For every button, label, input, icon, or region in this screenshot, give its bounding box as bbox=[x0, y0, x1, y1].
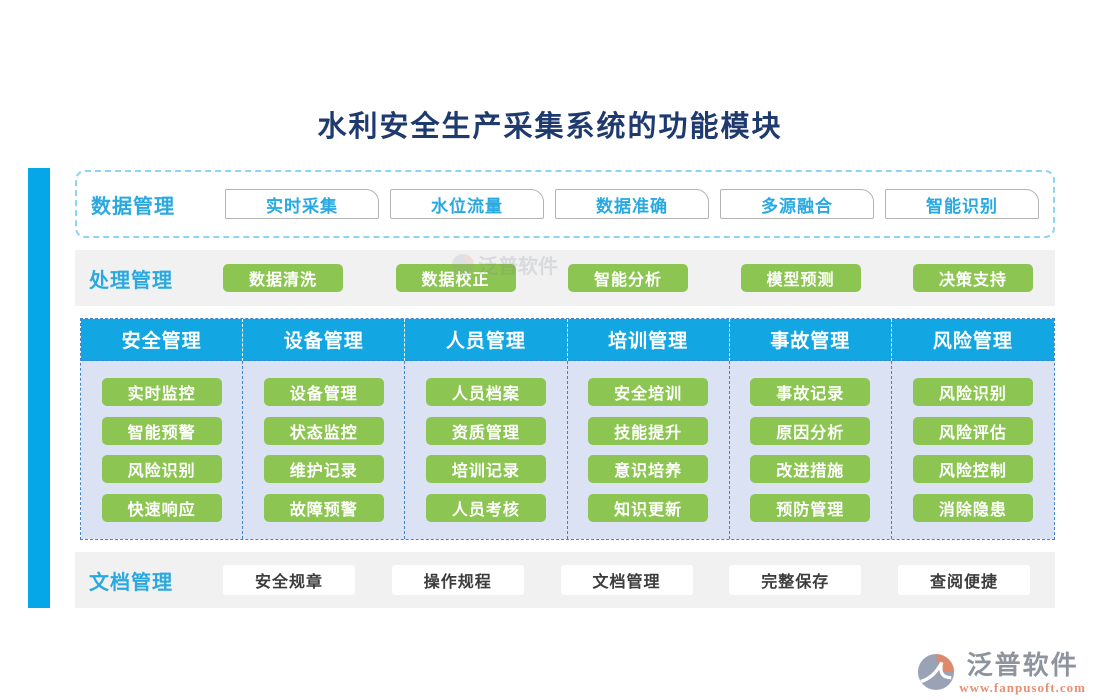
module-button[interactable]: 维护记录 bbox=[263, 455, 384, 484]
module-button[interactable]: 原因分析 bbox=[750, 416, 871, 445]
module-button[interactable]: 资质管理 bbox=[425, 416, 546, 445]
process-management-label: 处理管理 bbox=[89, 269, 173, 292]
module-button[interactable]: 消除隐患 bbox=[912, 494, 1033, 523]
module-button[interactable]: 知识更新 bbox=[588, 494, 709, 523]
data-button-data-accuracy[interactable]: 数据准确 bbox=[555, 189, 709, 219]
data-button-intelligent-recognition[interactable]: 智能识别 bbox=[885, 189, 1039, 219]
document-management-band: 文档管理 安全规章 操作规程 文档管理 完整保存 查阅便捷 bbox=[75, 552, 1055, 608]
column-accident: 事故管理 事故记录 原因分析 改进措施 预防管理 bbox=[729, 319, 892, 539]
data-button-realtime-collect[interactable]: 实时采集 bbox=[225, 189, 379, 219]
process-button-decision-support[interactable]: 决策支持 bbox=[913, 264, 1033, 292]
process-button-data-cleaning[interactable]: 数据清洗 bbox=[223, 264, 343, 292]
column-equipment: 设备管理 设备管理 状态监控 维护记录 故障预警 bbox=[243, 319, 406, 539]
doc-button-easy-access[interactable]: 查阅便捷 bbox=[898, 565, 1030, 595]
document-buttons: 安全规章 操作规程 文档管理 完整保存 查阅便捷 bbox=[223, 565, 1055, 595]
document-management-label: 文档管理 bbox=[89, 571, 173, 594]
column-header-risk: 风险管理 bbox=[891, 319, 1054, 361]
column-risk: 风险管理 风险识别 风险评估 风险控制 消除隐患 bbox=[891, 319, 1054, 539]
data-management-band: 数据管理 实时采集 水位流量 数据准确 多源融合 智能识别 bbox=[75, 170, 1055, 238]
vendor-url[interactable]: www.fanpusoft.com bbox=[959, 680, 1086, 695]
doc-button-operating-procedures[interactable]: 操作规程 bbox=[391, 565, 524, 595]
process-buttons: 数据清洗 数据校正 智能分析 模型预测 决策支持 bbox=[223, 264, 1055, 292]
process-button-model-prediction[interactable]: 模型预测 bbox=[740, 264, 861, 292]
data-management-label: 数据管理 bbox=[91, 195, 175, 218]
doc-button-safety-rules[interactable]: 安全规章 bbox=[223, 565, 355, 595]
module-button[interactable]: 人员考核 bbox=[425, 494, 546, 523]
module-button[interactable]: 风险识别 bbox=[912, 377, 1033, 406]
column-header-personnel: 人员管理 bbox=[405, 319, 568, 361]
module-button[interactable]: 事故记录 bbox=[750, 377, 871, 406]
module-button[interactable]: 培训记录 bbox=[425, 455, 546, 484]
doc-button-complete-storage[interactable]: 完整保存 bbox=[729, 565, 862, 595]
module-button[interactable]: 改进措施 bbox=[750, 455, 871, 484]
column-header-safety: 安全管理 bbox=[81, 319, 244, 361]
module-button[interactable]: 故障预警 bbox=[263, 494, 384, 523]
column-header-training: 培训管理 bbox=[567, 319, 730, 361]
module-button[interactable]: 风险识别 bbox=[101, 455, 222, 484]
column-body-accident: 事故记录 原因分析 改进措施 预防管理 bbox=[729, 361, 892, 539]
module-button[interactable]: 设备管理 bbox=[263, 377, 384, 406]
doc-button-document-management[interactable]: 文档管理 bbox=[560, 565, 693, 595]
column-body-risk: 风险识别 风险评估 风险控制 消除隐患 bbox=[891, 361, 1054, 539]
left-accent-bar bbox=[28, 168, 50, 608]
module-button[interactable]: 人员档案 bbox=[425, 377, 546, 406]
column-body-training: 安全培训 技能提升 意识培养 知识更新 bbox=[567, 361, 730, 539]
column-personnel: 人员管理 人员档案 资质管理 培训记录 人员考核 bbox=[405, 319, 568, 539]
module-button[interactable]: 安全培训 bbox=[588, 377, 709, 406]
vendor-name: 泛普软件 bbox=[966, 651, 1079, 680]
process-button-intelligent-analysis[interactable]: 智能分析 bbox=[568, 264, 688, 292]
column-safety: 安全管理 实时监控 智能预警 风险识别 快速响应 bbox=[81, 319, 244, 539]
page-title: 水利安全生产采集系统的功能模块 bbox=[317, 111, 783, 143]
column-header-equipment: 设备管理 bbox=[243, 319, 406, 361]
module-button[interactable]: 智能预警 bbox=[101, 416, 222, 445]
data-button-multi-source-fusion[interactable]: 多源融合 bbox=[720, 189, 874, 219]
process-button-data-correction[interactable]: 数据校正 bbox=[395, 264, 516, 292]
column-training: 培训管理 安全培训 技能提升 意识培养 知识更新 bbox=[567, 319, 730, 539]
data-button-water-level-flow[interactable]: 水位流量 bbox=[390, 189, 544, 219]
module-button[interactable]: 意识培养 bbox=[588, 455, 709, 484]
column-body-equipment: 设备管理 状态监控 维护记录 故障预警 bbox=[243, 361, 406, 539]
module-button[interactable]: 风险控制 bbox=[912, 455, 1033, 484]
module-button[interactable]: 技能提升 bbox=[588, 416, 709, 445]
process-management-band: 处理管理 数据清洗 数据校正 智能分析 模型预测 决策支持 bbox=[75, 250, 1055, 306]
module-button[interactable]: 快速响应 bbox=[101, 494, 222, 523]
module-button[interactable]: 预防管理 bbox=[750, 494, 871, 523]
fanpu-logo-icon bbox=[918, 653, 955, 691]
column-header-accident: 事故管理 bbox=[729, 319, 892, 361]
module-button[interactable]: 实时监控 bbox=[101, 377, 222, 406]
module-button[interactable]: 状态监控 bbox=[263, 416, 384, 445]
column-body-personnel: 人员档案 资质管理 培训记录 人员考核 bbox=[405, 361, 568, 539]
vendor-logo[interactable]: 泛普软件 www.fanpusoft.com bbox=[917, 653, 1086, 694]
column-body-safety: 实时监控 智能预警 风险识别 快速响应 bbox=[81, 361, 244, 539]
module-table: 安全管理 实时监控 智能预警 风险识别 快速响应 设备管理 设备管理 状态监控 … bbox=[80, 318, 1055, 540]
module-button[interactable]: 风险评估 bbox=[912, 416, 1033, 445]
